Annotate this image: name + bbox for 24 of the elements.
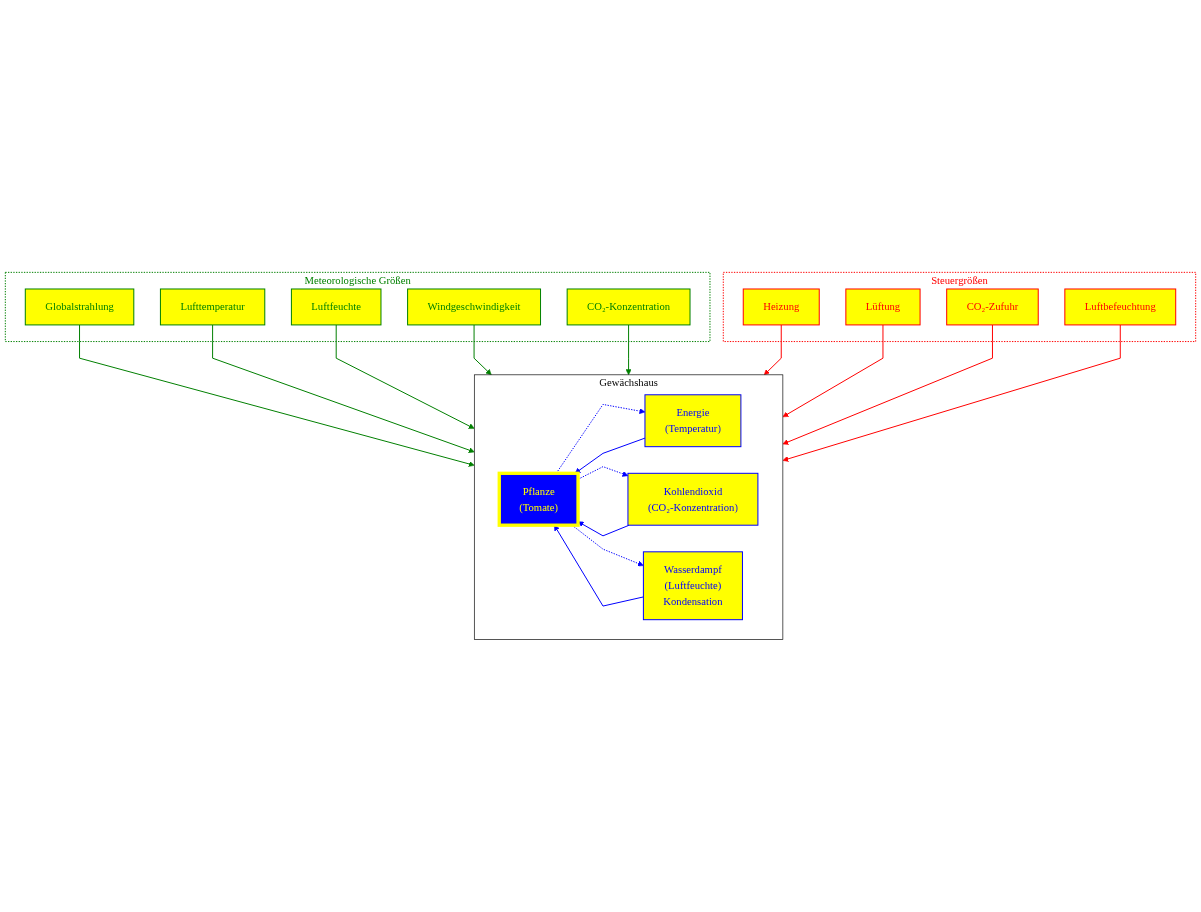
node-box: Windgeschwindigkeit: [407, 288, 542, 326]
node-box: Energie (Temperatur): [644, 394, 742, 448]
arrow: [79, 324, 475, 467]
arrow: [555, 403, 646, 474]
node-box: Luftfeuchte: [290, 288, 382, 326]
arrow: [335, 324, 475, 429]
arrow: [473, 324, 492, 376]
arrow: [625, 324, 632, 376]
node-box: Wasserdampf (Luftfeuchte) Kondensation: [642, 551, 743, 621]
node-box: Lufttemperatur: [159, 288, 266, 326]
arrow: [212, 324, 475, 453]
node-box: Luftbefeuchtung: [1064, 288, 1177, 326]
arrow: [763, 324, 782, 376]
node-box: CO₂-Konzentration: [566, 288, 691, 326]
node-box: Pflanze (Tomate): [497, 471, 580, 527]
arrow: [782, 324, 1121, 462]
arrow: [782, 324, 884, 418]
node-box: Kohlendioxid (CO₂-Konzentration): [627, 472, 759, 526]
node-box: Globalstrahlung: [24, 288, 135, 326]
node-box: CO₂-Zufuhr: [946, 288, 1039, 326]
node-box: Lüftung: [845, 288, 921, 326]
arrow: [782, 324, 993, 445]
node-box: Heizung: [742, 288, 820, 326]
arrow: [574, 437, 646, 474]
